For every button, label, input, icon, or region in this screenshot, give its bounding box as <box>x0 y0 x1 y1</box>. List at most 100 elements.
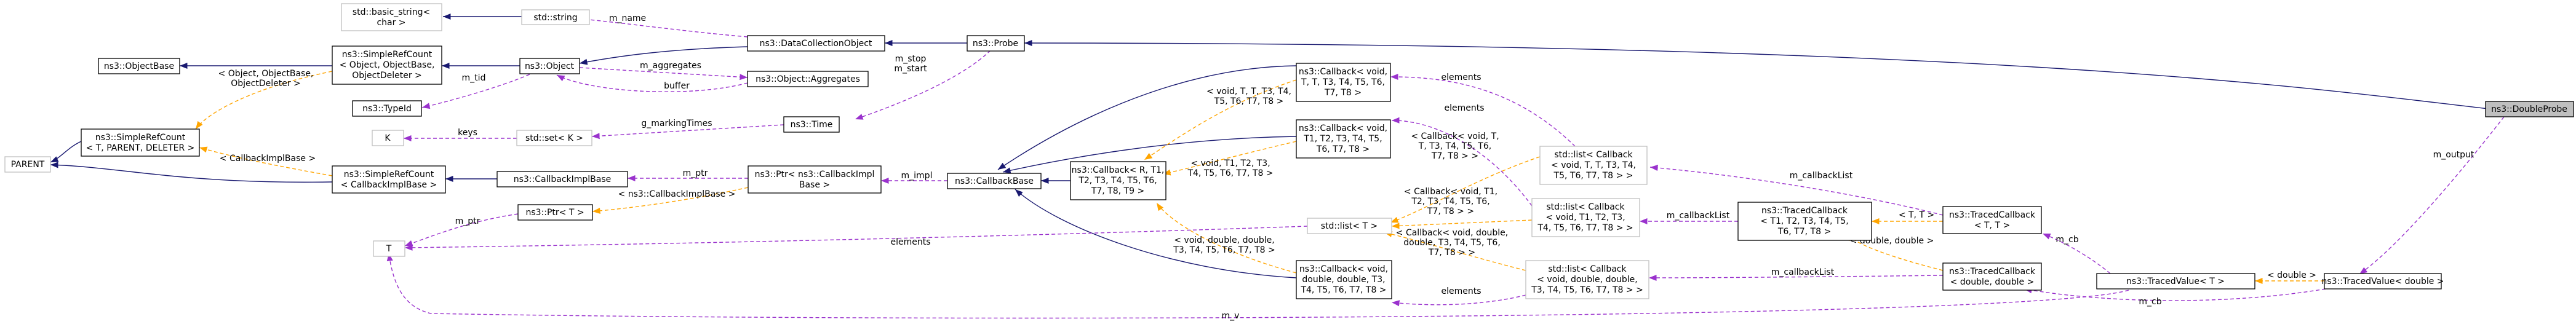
edge-srefobj-srefgeneric <box>195 71 333 130</box>
node-traced-callback-double[interactable]: ns3::TracedCallback< double, double > <box>1942 262 2042 291</box>
node-double-probe[interactable]: ns3::DoubleProbe <box>2485 101 2574 117</box>
node-probe[interactable]: ns3::Probe <box>967 35 1025 52</box>
label-tmpl-object: < Object, ObjectBase,ObjectDeleter > <box>218 69 314 89</box>
label-elements-c: elements <box>1444 103 1484 113</box>
svg-text:ns3::DoubleProbe: ns3::DoubleProbe <box>2491 104 2567 114</box>
svg-text:ns3::TypeId: ns3::TypeId <box>362 104 412 114</box>
edge-listcbT-listT <box>1390 156 1541 223</box>
node-T[interactable]: T <box>373 240 405 257</box>
edge-tracedvalueT-tracedcbT <box>2042 233 2111 274</box>
edge-dcobject-object <box>579 46 748 65</box>
svg-text:ns3::Callback< void,T, T, T3,: ns3::Callback< void,T, T, T3, T4, T5, T6… <box>1299 67 1387 98</box>
label-m-impl: m_impl <box>901 171 933 181</box>
node-data-collection-object[interactable]: ns3::DataCollectionObject <box>747 35 885 52</box>
node-list-callback-T1T2[interactable]: std::list< Callback< void, T1, T2, T3,T4… <box>1531 198 1640 237</box>
node-object-base[interactable]: ns3::ObjectBase <box>98 58 180 74</box>
edge-ptrT-T <box>404 213 519 246</box>
node-callback-impl-base[interactable]: ns3::CallbackImplBase <box>496 171 628 187</box>
node-srefcount-generic[interactable]: ns3::SimpleRefCount< T, PARENT, DELETER … <box>81 128 200 157</box>
svg-text:ns3::ObjectBase: ns3::ObjectBase <box>104 61 174 71</box>
node-callback-base[interactable]: ns3::CallbackBase <box>947 173 1042 189</box>
label-m-ptr-b: m_ptr <box>455 216 481 226</box>
label-tmpl-cb-void-T1T2: < void, T1, T2, T3,T4, T5, T6, T7, T8 > <box>1187 159 1273 178</box>
node-list-T[interactable]: std::list< T > <box>1307 218 1392 234</box>
svg-text:std::list< Callback< void, T,: std::list< Callback< void, T, T, T3, T4,… <box>1551 150 1636 181</box>
node-callback-generic[interactable]: ns3::Callback< R, T1,T2, T3, T4, T5, T6,… <box>1070 161 1166 200</box>
node-typeid[interactable]: ns3::TypeId <box>352 100 422 117</box>
svg-text:PARENT: PARENT <box>11 160 45 170</box>
edge-cbT-cbgeneric <box>1144 79 1297 160</box>
edge-object-aggregates <box>579 67 748 81</box>
label-m-cb-b: m_cb <box>2139 297 2161 307</box>
node-time[interactable]: ns3::Time <box>783 116 840 133</box>
node-basic-string[interactable]: std::basic_string<char > <box>341 3 442 31</box>
label-m-output: m_output <box>2433 150 2474 160</box>
svg-text:std::set< K >: std::set< K > <box>525 133 583 143</box>
edge-cbT1T2-cbbase <box>1002 136 1297 174</box>
label-m-cb-a: m_cb <box>2056 235 2078 245</box>
edge-listcbdouble-listT <box>1384 231 1526 271</box>
svg-text:std::list< T >: std::list< T > <box>1321 221 1378 231</box>
label-tmpl-list-cb-double: < Callback< void, double,double, T3, T4,… <box>1396 228 1508 258</box>
node-srefcount-cbimplbase[interactable]: ns3::SimpleRefCount< CallbackImplBase > <box>332 165 446 194</box>
node-K[interactable]: K <box>372 130 404 146</box>
svg-text:ns3::Ptr< T >: ns3::Ptr< T > <box>525 208 584 218</box>
node-parent[interactable]: PARENT <box>4 156 51 173</box>
svg-text:ns3::TracedValue< T >: ns3::TracedValue< T > <box>2126 277 2225 286</box>
label-tmpl-double: < double > <box>2267 270 2316 280</box>
label-g-markingtimes: g_markingTimes <box>641 119 712 128</box>
label-m-ptr-a: m_ptr <box>683 168 708 178</box>
edge-cbdouble-cbbase <box>1015 189 1297 278</box>
node-set-K[interactable]: std::set< K > <box>516 130 592 146</box>
node-traced-value-T[interactable]: ns3::TracedValue< T > <box>2096 273 2255 290</box>
svg-text:ns3::TracedCallback< T, T >: ns3::TracedCallback< T, T > <box>1949 210 2036 230</box>
node-std-string[interactable]: std::string <box>521 9 590 25</box>
svg-text:ns3::Ptr< ns3::CallbackImplBas: ns3::Ptr< ns3::CallbackImplBase > <box>755 170 875 190</box>
label-m-callbacklist-c: m_callbackList <box>1771 267 1835 277</box>
svg-text:std::list< Callback< void, dou: std::list< Callback< void, double, doubl… <box>1531 264 1643 295</box>
label-m-callbacklist-a: m_callbackList <box>1790 171 1853 181</box>
node-callback-void-double[interactable]: ns3::Callback< void,double, double, T3,T… <box>1296 260 1392 299</box>
label-m-name: m_name <box>609 14 646 23</box>
edge-object-typeid <box>421 71 536 109</box>
svg-text:ns3::TracedCallback< double, d: ns3::TracedCallback< double, double > <box>1949 267 2036 287</box>
edge-listcbT-cbT <box>1390 73 1576 147</box>
edge-listcbT1T2-listT <box>1391 219 1533 229</box>
edge-tracedvalueT-T <box>386 253 2129 319</box>
label-tmpl-cbimplbase: < CallbackImplBase > <box>220 154 316 164</box>
label-tmpl-list-cb-T1T2: < Callback< void, T1,T2, T3, T4, T5, T6,… <box>1404 187 1497 216</box>
node-object-aggregates[interactable]: ns3::Object::Aggregates <box>747 71 869 87</box>
label-m-callbacklist-b: m_callbackList <box>1667 211 1730 221</box>
svg-text:ns3::Time: ns3::Time <box>791 120 833 130</box>
node-callback-void-T1T2[interactable]: ns3::Callback< void,T1, T2, T3, T4, T5,T… <box>1296 119 1391 159</box>
node-traced-callback-T[interactable]: ns3::TracedCallback< T, T > <box>1942 206 2042 234</box>
label-m-aggregates: m_aggregates <box>640 61 701 71</box>
edge-aggregates-object <box>556 74 748 92</box>
edge-time-set <box>591 124 784 140</box>
node-list-callback-double[interactable]: std::list< Callback< void, double, doubl… <box>1525 260 1649 299</box>
edge-doubleprobe-probe <box>1024 39 2489 109</box>
label-tmpl-cb-void-double: < void, double, double,T3, T4, T5, T6, T… <box>1173 235 1275 255</box>
svg-text:ns3::Object::Aggregates: ns3::Object::Aggregates <box>756 74 860 84</box>
edge-listcbdouble-cbdouble <box>1391 294 1526 307</box>
node-traced-callback-T1[interactable]: ns3::TracedCallback< T1, T2, T3, T4, T5,… <box>1737 202 1872 241</box>
svg-text:ns3::TracedCallback< T1, T2, T: ns3::TracedCallback< T1, T2, T3, T4, T5,… <box>1760 206 1849 237</box>
label-tmpl-T-T: < T, T > <box>1899 210 1934 220</box>
node-ns3-object[interactable]: ns3::Object <box>519 58 580 74</box>
svg-text:ns3::Object: ns3::Object <box>525 61 575 71</box>
edge-doubleprobe-tracedvalue <box>2359 116 2505 275</box>
label-m-v: m_v <box>1222 311 1240 321</box>
label-tmpl-list-cb-T: < Callback< void, T,T, T3, T4, T5, T6,T7… <box>1411 132 1499 161</box>
svg-text:ns3::CallbackImplBase: ns3::CallbackImplBase <box>514 175 612 184</box>
node-srefcount-object[interactable]: ns3::SimpleRefCount< Object, ObjectBase,… <box>332 45 442 85</box>
node-list-callback-T[interactable]: std::list< Callback< void, T, T, T3, T4,… <box>1539 146 1648 185</box>
node-ptr-T[interactable]: ns3::Ptr< T > <box>517 204 593 221</box>
svg-text:ns3::Probe: ns3::Probe <box>973 39 1018 49</box>
svg-text:std::basic_string<char >: std::basic_string<char > <box>353 7 430 28</box>
svg-text:T: T <box>386 244 392 254</box>
edge-tracedvaluedouble-tracedcbdouble <box>2024 287 2326 301</box>
node-traced-value-double[interactable]: ns3::TracedValue< double > <box>2321 273 2444 290</box>
node-callback-void-T[interactable]: ns3::Callback< void,T, T, T3, T4, T5, T6… <box>1296 63 1391 102</box>
